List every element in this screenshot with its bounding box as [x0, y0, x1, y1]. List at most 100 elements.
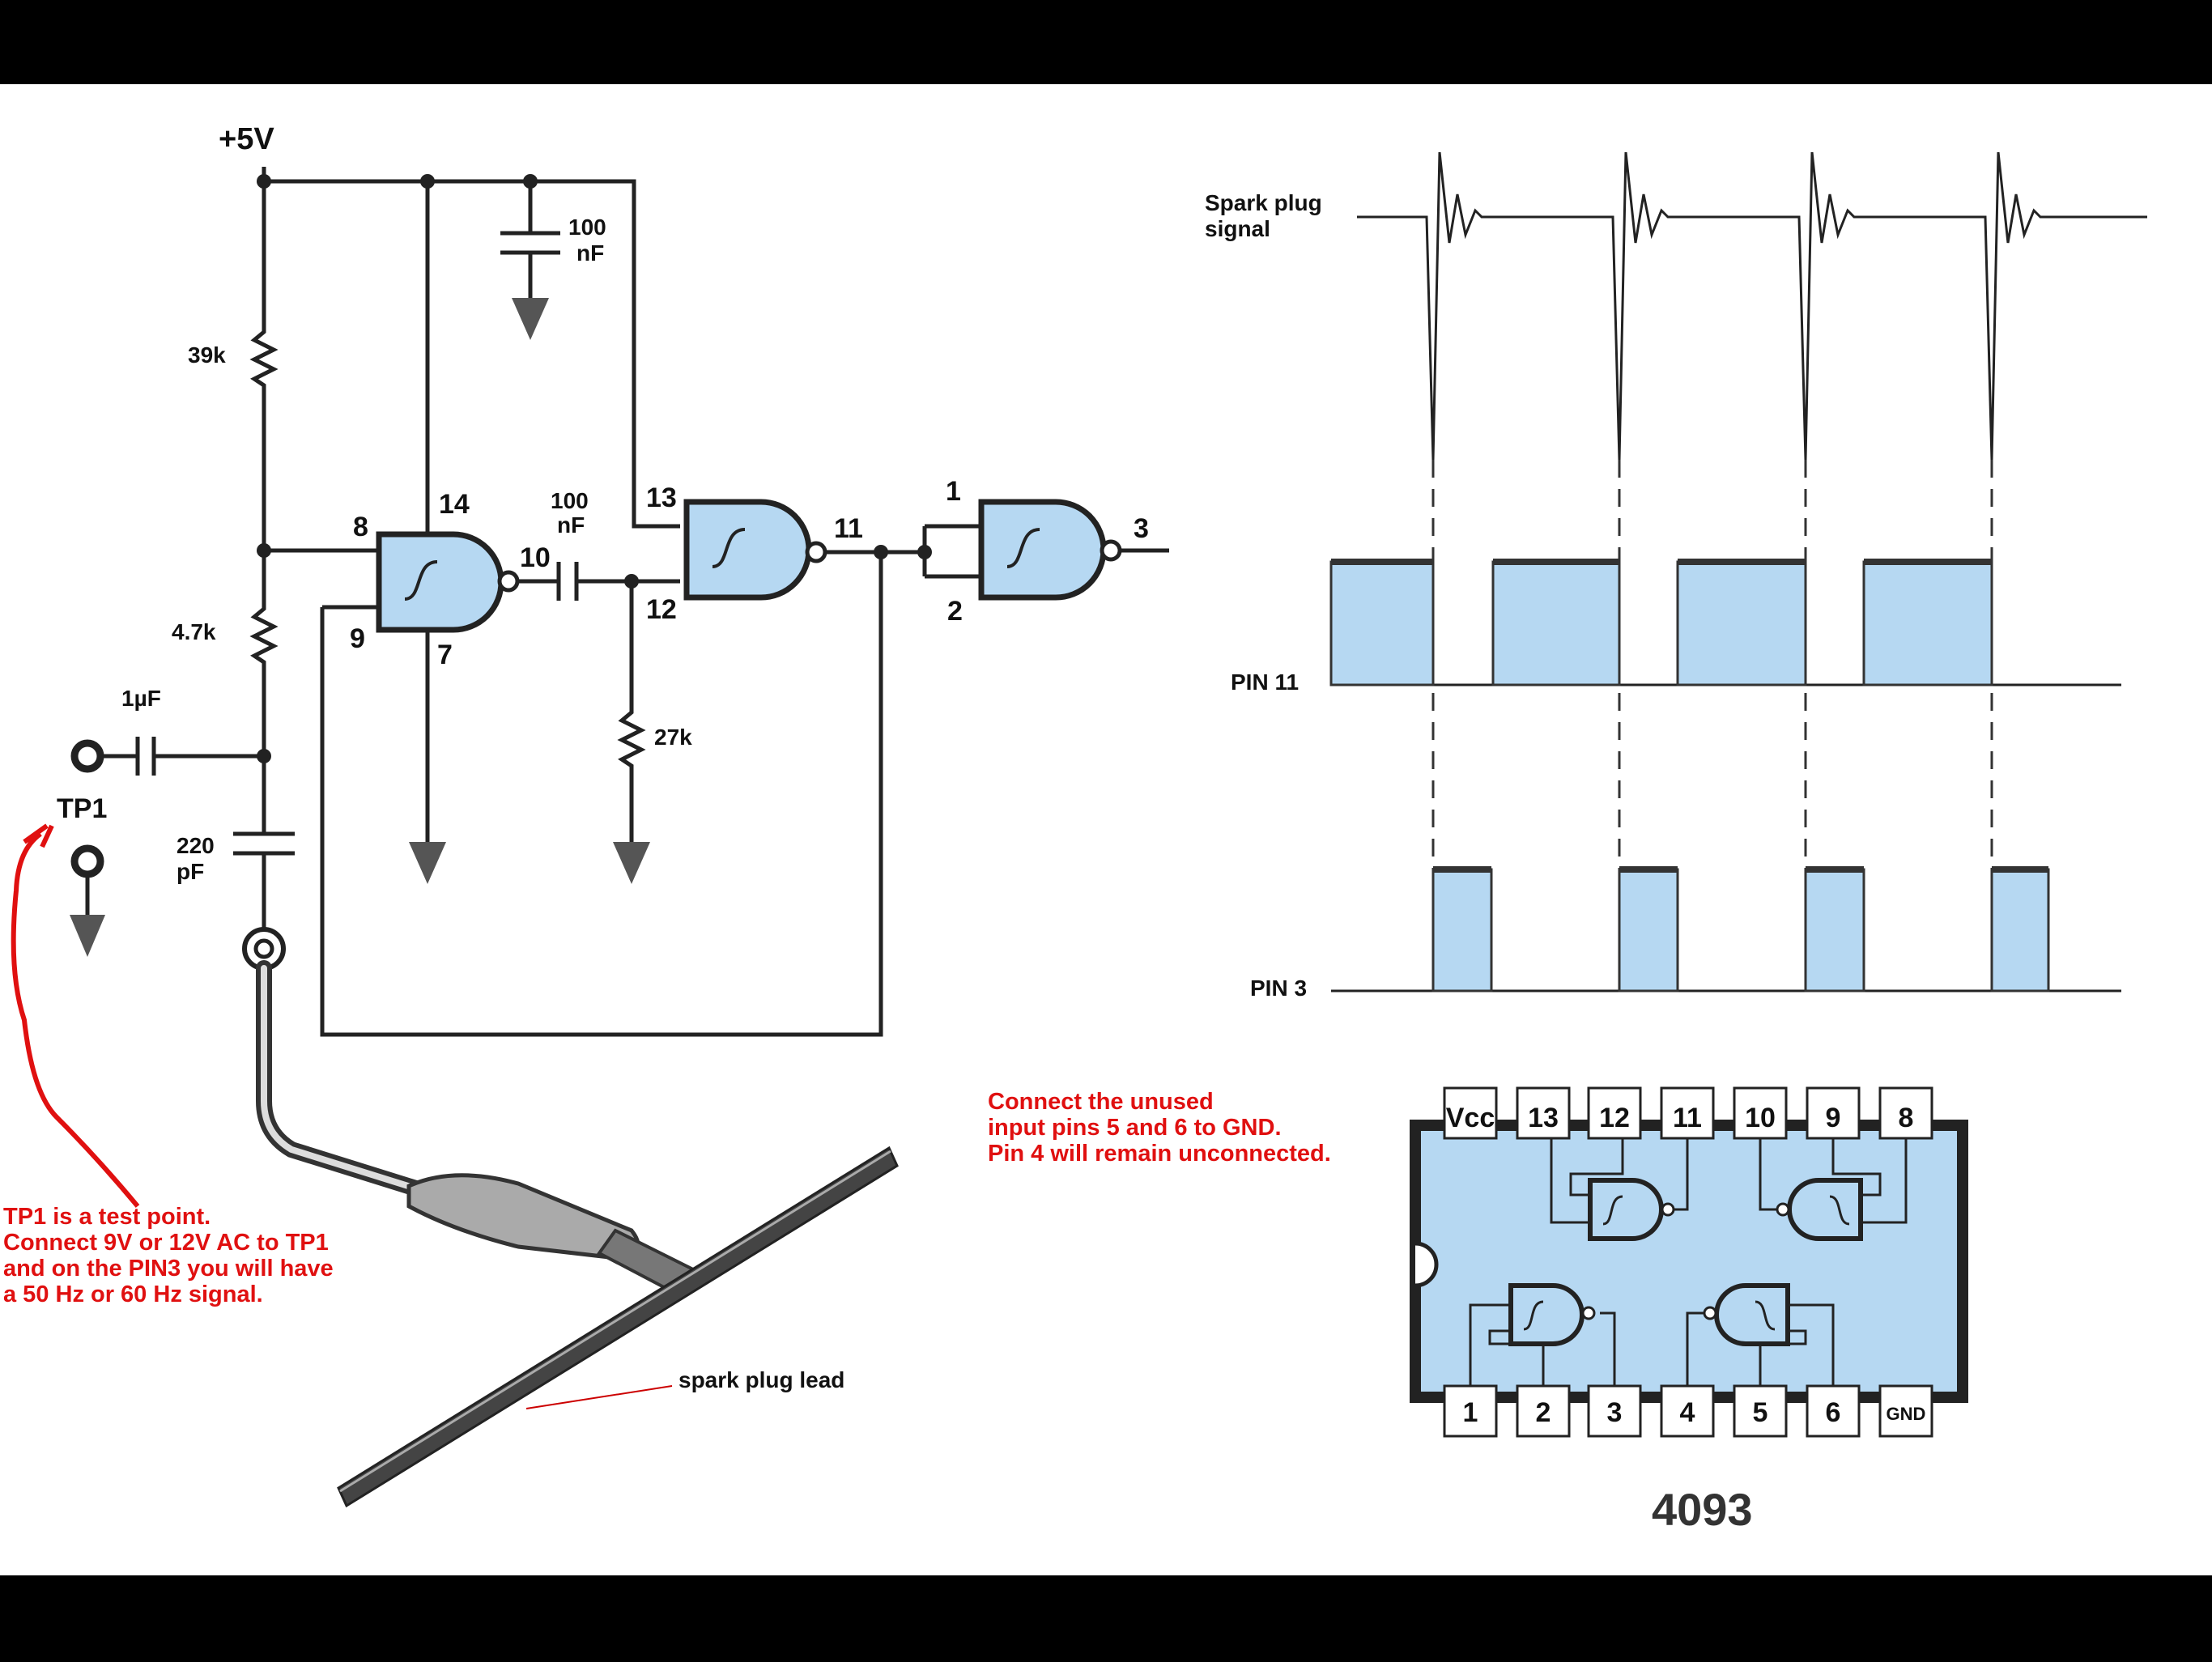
- tp1-note-line-3: and on the PIN3 you will have: [3, 1256, 334, 1282]
- ic-pin-label: 9: [1826, 1103, 1841, 1133]
- tp1-arrow: [11, 823, 140, 1208]
- gate3-pin-1: 1: [946, 476, 961, 507]
- ic-pin-gnd: [1878, 1384, 1933, 1438]
- ic-pin-label: 6: [1826, 1397, 1841, 1428]
- unused-note-line-2: input pins 5 and 6 to GND.: [988, 1115, 1282, 1141]
- capacitor-220pf: [233, 831, 295, 939]
- ic-pin-2: [1516, 1384, 1571, 1438]
- gate3-pin-2: 2: [947, 596, 963, 627]
- gate2-pin-13: 13: [646, 482, 677, 513]
- gate2-pin-12: 12: [646, 594, 677, 625]
- resistor-27k: [617, 581, 646, 842]
- ic-pin-13: [1516, 1086, 1571, 1140]
- ic-pin-label: 13: [1528, 1103, 1559, 1133]
- unused-pins-note: Connect the unused input pins 5 and 6 to…: [988, 1089, 1331, 1167]
- schmitt-icon: [1006, 528, 1040, 568]
- schematic: +5V 100 nF 39k 4.7k 220 pF 1µF TP1: [57, 122, 1169, 1508]
- spark-label-1: Spark plug: [1205, 190, 1322, 215]
- pin3-pulse: [1431, 868, 1493, 993]
- tp1-note-line-1: TP1 is a test point.: [3, 1204, 211, 1230]
- nand-gate-2: [683, 499, 812, 601]
- cap-couple-label-1: 100: [551, 488, 589, 513]
- pin11-pulse: [1862, 560, 1993, 686]
- pin11-pulse: [1329, 560, 1435, 686]
- cap-couple-label-2: nF: [557, 512, 585, 538]
- capacitor-supply: [500, 181, 560, 298]
- ic-pin-label: 3: [1607, 1397, 1623, 1428]
- ic-pin-label: 10: [1745, 1103, 1776, 1133]
- gate2-bubble: [805, 541, 827, 563]
- capacitor-coupling: [518, 562, 680, 601]
- junction: [917, 545, 932, 559]
- gate1-pin-8: 8: [353, 512, 368, 542]
- junction: [874, 545, 888, 559]
- ic-pin-label: 8: [1899, 1103, 1914, 1133]
- ic-gate-b: [1787, 1178, 1863, 1241]
- cap-lead-label-1: 220: [177, 833, 215, 858]
- capacitor-1uf: [104, 737, 264, 776]
- ic-pin-9: [1806, 1086, 1861, 1140]
- nand-gate-1: [376, 531, 504, 633]
- ic-pin-label: 11: [1673, 1103, 1702, 1133]
- tp1-note-line-4: a 50 Hz or 60 Hz signal.: [3, 1282, 263, 1307]
- pin11-pulse: [1491, 560, 1621, 686]
- ic-notch: [1414, 1241, 1439, 1288]
- supply-label: +5V: [219, 122, 274, 156]
- ic-pin-4: [1660, 1384, 1715, 1438]
- ground-symbol: [613, 842, 650, 884]
- pin11-pulse: [1676, 560, 1807, 686]
- unused-note-line-3: Pin 4 will remain unconnected.: [988, 1141, 1331, 1167]
- cap-supply-label-1: 100: [568, 215, 606, 240]
- unused-note-line-1: Connect the unused: [988, 1089, 1214, 1115]
- ic-pin-vcc: [1443, 1086, 1498, 1140]
- ground-symbol: [409, 842, 446, 884]
- ic-gate-a: [1588, 1178, 1664, 1241]
- lead-highlight: [339, 1150, 891, 1493]
- ic-part-number: 4093: [1652, 1484, 1753, 1535]
- gate2-pin-11: 11: [834, 513, 863, 544]
- ic-gate-d-wires: [1686, 1303, 1835, 1386]
- ic-pin-label: 2: [1536, 1397, 1551, 1428]
- ic-gate-b-wires: [1759, 1138, 1908, 1224]
- lead-connector-inner: [253, 938, 274, 959]
- spark-plug-lead-wire: [337, 1146, 899, 1508]
- gate1-pin-7: 7: [437, 640, 453, 670]
- ic-gate-a-wires: [1550, 1138, 1689, 1224]
- gate1-pin-9: 9: [350, 623, 365, 654]
- ic-pin-11: [1660, 1086, 1715, 1140]
- ic-gate-d-bubble: [1703, 1306, 1717, 1320]
- spark-label-2: signal: [1205, 216, 1270, 241]
- resistor-39k-label: 39k: [188, 342, 226, 368]
- tp1-label: TP1: [57, 793, 107, 824]
- resistor-chain: [249, 181, 279, 834]
- schmitt-icon: [1602, 1195, 1623, 1226]
- ic-gate-c-bubble: [1581, 1306, 1596, 1320]
- tp1-terminal-a: [70, 739, 104, 773]
- gate1-wires: [264, 181, 883, 1037]
- ic-pin-label: GND: [1887, 1404, 1926, 1424]
- nand-gate-3: [978, 499, 1107, 601]
- pin3-pulse: [1618, 868, 1679, 993]
- ic-pin-12: [1587, 1086, 1642, 1140]
- schmitt-icon: [712, 528, 746, 568]
- ic-pin-10: [1733, 1086, 1788, 1140]
- top-bar: [0, 0, 2212, 84]
- pin11-label: PIN 11: [1231, 669, 1299, 695]
- cap-lead-label-2: pF: [177, 859, 204, 884]
- ic-pin-label: 1: [1463, 1397, 1478, 1428]
- schmitt-icon: [1829, 1195, 1850, 1226]
- tp1-note: TP1 is a test point. Connect 9V or 12V A…: [3, 1204, 334, 1307]
- tp1-terminal-b: [70, 844, 104, 878]
- schmitt-icon: [1755, 1300, 1776, 1331]
- ic-body: [1410, 1120, 1968, 1403]
- cap-input-label: 1µF: [121, 686, 161, 711]
- gate3-bubble: [1100, 539, 1122, 562]
- lead-pointer: [525, 1385, 673, 1409]
- spark-plug-lead-label: spark plug lead: [678, 1367, 844, 1392]
- ic-pin-label: 12: [1599, 1103, 1630, 1133]
- ic-gate-d: [1714, 1283, 1790, 1346]
- ic-pin-8: [1878, 1086, 1933, 1140]
- ic-pin-label: 5: [1753, 1397, 1768, 1428]
- cap-supply-label-2: nF: [576, 240, 604, 266]
